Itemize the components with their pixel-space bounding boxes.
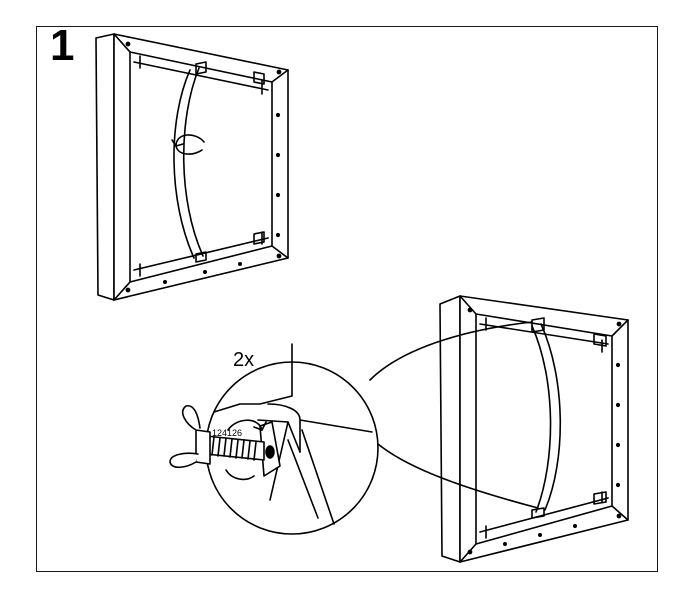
frame-top-left [95,33,289,301]
detail-circle [169,343,379,535]
part-number-label: 124126 [212,428,242,438]
frame-bottom-right [439,295,629,563]
quantity-label: 2x [233,349,254,371]
callout-connectors [369,321,539,509]
step-number: 1 [50,21,75,70]
